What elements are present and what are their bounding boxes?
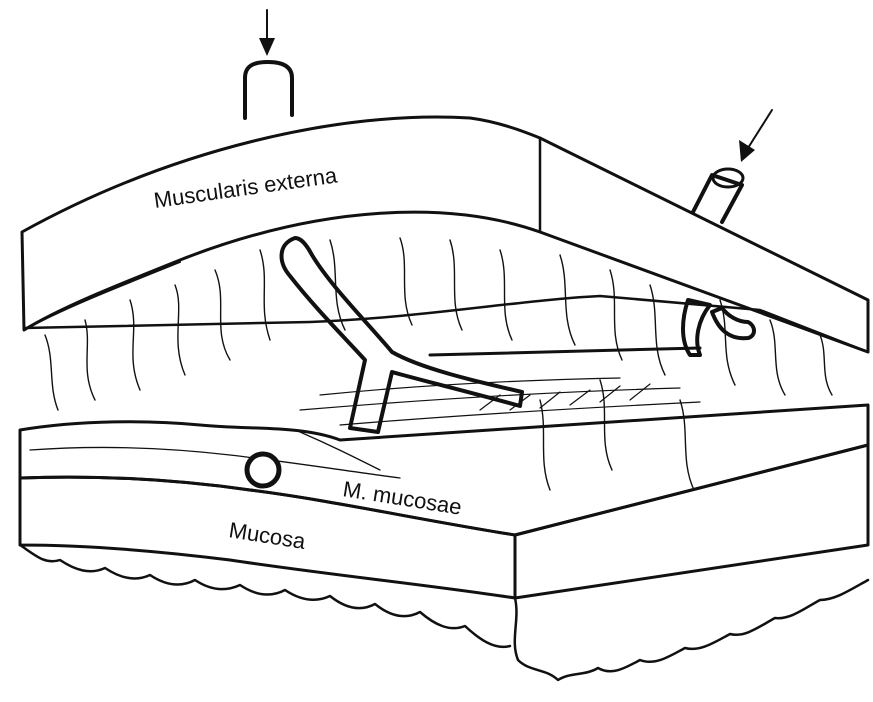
mucosa-block [20, 378, 868, 680]
label-muscularis-externa: Muscularis externa [152, 162, 339, 213]
arrow-diagonal-icon [739, 140, 755, 162]
label-m-mucosae: M. mucosae [341, 476, 463, 519]
vessel-cross-section [247, 454, 279, 486]
arrow-down-icon [259, 38, 275, 56]
arrows [259, 10, 772, 162]
label-mucosa: Mucosa [227, 517, 308, 554]
connective-fibers [45, 238, 832, 490]
